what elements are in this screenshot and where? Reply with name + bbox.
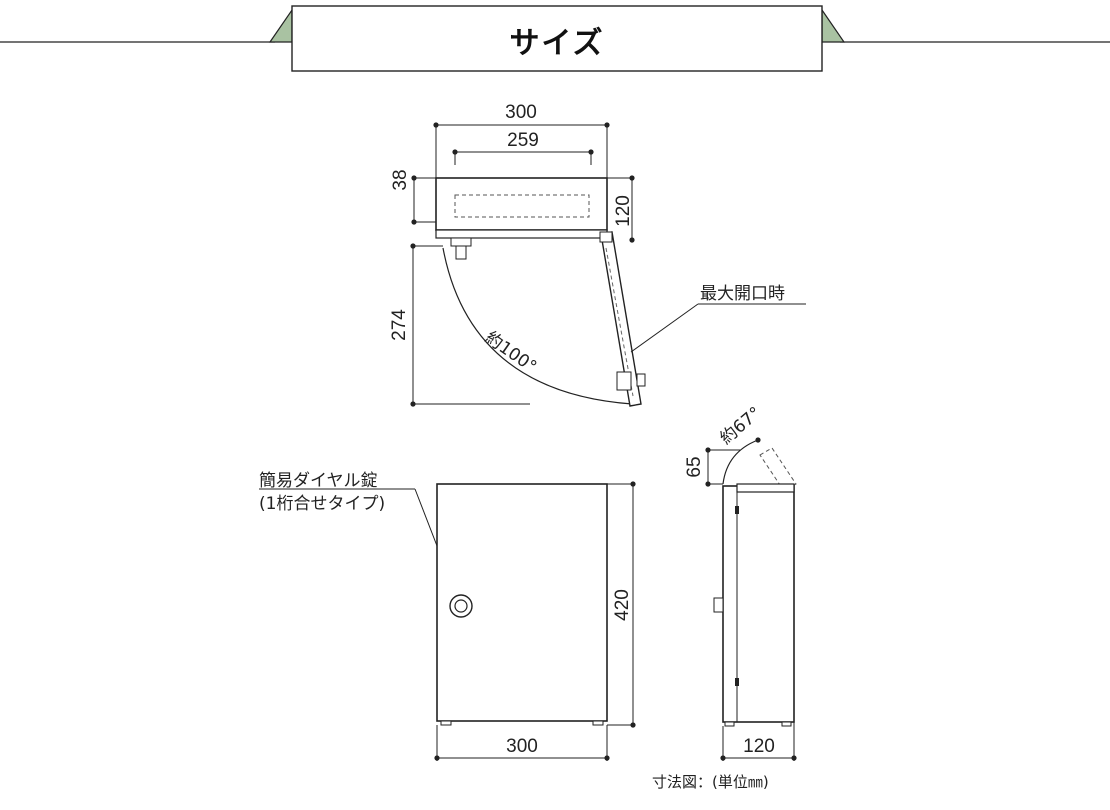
dim-dot — [755, 437, 761, 443]
dim-lid-height-65: 65 — [684, 456, 705, 477]
front-foot-left — [440, 720, 452, 726]
open-angle-label: 約100° — [481, 328, 540, 378]
dim-height-420: 420 — [612, 589, 633, 621]
side-view-body — [722, 485, 795, 723]
side-foot-left — [724, 721, 735, 727]
side-hinge-top — [735, 506, 739, 514]
dim-dot — [630, 481, 636, 487]
dim-dot — [630, 722, 636, 728]
dim-width-300-bottom: 300 — [506, 736, 538, 757]
dim-swing-274: 274 — [389, 309, 410, 341]
dim-depth-120-top: 120 — [613, 195, 634, 227]
hinge-knob-stem — [455, 245, 467, 260]
door-hinge — [599, 231, 613, 243]
side-lid-closed — [736, 483, 795, 493]
hinge-knob — [450, 237, 472, 247]
top-view: 300 259 38 120 — [389, 102, 806, 407]
front-foot-right — [592, 720, 604, 726]
side-view: 約67° 65 120 — [684, 403, 797, 761]
lock-label-line2: (1桁合せタイプ) — [259, 494, 385, 514]
dim-dot — [791, 755, 797, 761]
side-foot-right — [781, 721, 792, 727]
side-hinge-bottom — [735, 678, 739, 686]
max-open-label: 最大開口時 — [700, 284, 785, 304]
lock-knob-cap — [636, 373, 646, 387]
lid-arc — [722, 439, 759, 485]
dial-lock-inner — [454, 599, 468, 613]
dim-top-width-300: 300 — [505, 102, 537, 123]
top-view-body — [435, 177, 608, 231]
header-banner: サイズ — [0, 5, 1110, 72]
front-view-body — [436, 483, 608, 722]
lock-knob-open — [616, 371, 632, 391]
door-closed — [435, 229, 608, 239]
banner-box — [291, 5, 823, 72]
banner-tab-right — [821, 8, 846, 43]
dim-slot-width-259: 259 — [507, 130, 539, 151]
dim-dot — [434, 755, 440, 761]
dim-depth-120-side: 120 — [743, 736, 775, 757]
unit-note: 寸法図：(単位㎜) — [652, 773, 769, 791]
leader-line — [630, 303, 699, 353]
front-view: 簡易ダイヤル錠 (1桁合せタイプ) 420 300 — [259, 471, 636, 761]
dim-dot — [720, 755, 726, 761]
swing-arc — [442, 247, 633, 405]
banner-tab-left — [268, 8, 293, 43]
dim-dot — [604, 755, 610, 761]
dim-slot-depth-38: 38 — [390, 169, 411, 190]
page-title: サイズ — [509, 26, 604, 61]
side-lock-knob — [713, 597, 724, 613]
dim-dot — [629, 237, 635, 243]
mail-slot-outline — [454, 194, 590, 218]
lid-open-outline — [759, 447, 797, 492]
lock-label-line1: 簡易ダイヤル錠 — [259, 471, 378, 491]
